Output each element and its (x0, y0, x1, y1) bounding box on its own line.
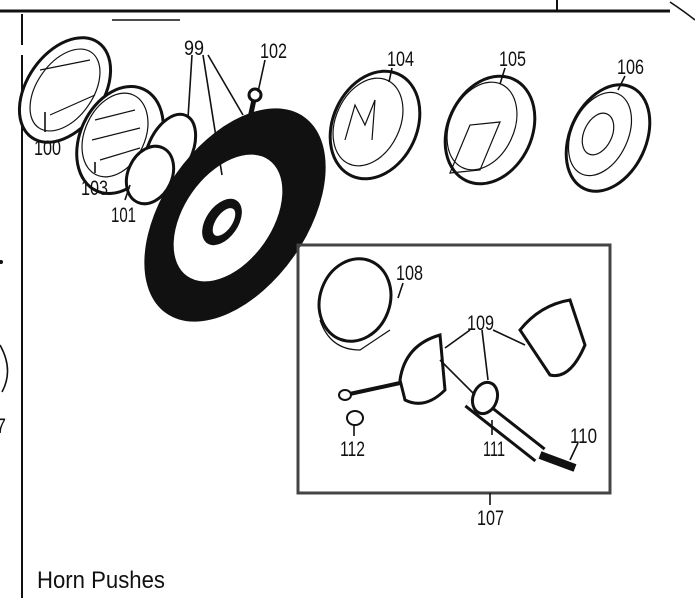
horn-cap-105 (443, 74, 537, 186)
label-107: 107 (477, 507, 504, 530)
label-112: 112 (340, 438, 365, 461)
label-105: 105 (499, 48, 526, 71)
label-102: 102 (260, 40, 287, 63)
label-111: 111 (483, 438, 505, 461)
leader-lines (44, 19, 626, 505)
label-110: 110 (570, 425, 597, 448)
diagram-title: Horn Pushes (37, 567, 165, 594)
horn-cap-106 (564, 83, 652, 193)
label-106: 106 (617, 56, 644, 79)
label-edge-fragment: 7 (0, 415, 6, 438)
label-108: 108 (396, 262, 423, 285)
horn-dish-part (144, 108, 326, 322)
label-104: 104 (387, 48, 414, 71)
label-109: 109 (467, 312, 494, 335)
label-101: 101 (111, 204, 136, 227)
part-labels: 99 102 104 105 106 100 103 101 108 109 1… (0, 37, 644, 530)
label-100: 100 (34, 137, 61, 160)
label-103: 103 (81, 177, 108, 200)
label-99: 99 (184, 37, 204, 60)
horn-cap-104 (328, 69, 422, 181)
assembly-107-parts (317, 257, 587, 472)
assembly-107-box (296, 243, 612, 495)
